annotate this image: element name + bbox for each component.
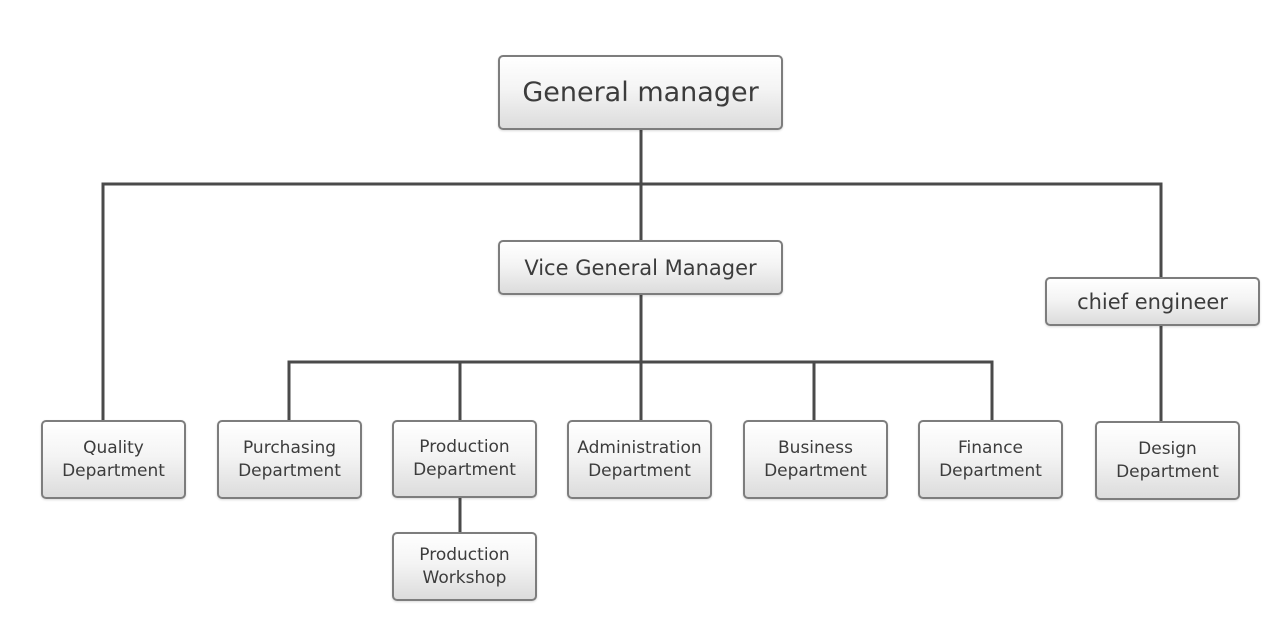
general-manager-box: General manager bbox=[498, 55, 783, 130]
production-workshop-label-line1: Production bbox=[419, 544, 510, 565]
administration-department-label-line2: Department bbox=[588, 460, 691, 481]
general-manager-label: General manager bbox=[522, 77, 759, 108]
purchasing-department-box: Purchasing Department bbox=[217, 420, 362, 499]
vice-general-manager-box: Vice General Manager bbox=[498, 240, 783, 295]
finance-department-label-line1: Finance bbox=[957, 437, 1024, 458]
quality-department-label-line1: Quality bbox=[83, 437, 144, 458]
administration-department-box: Administration Department bbox=[567, 420, 712, 499]
production-workshop-label-line2: Workshop bbox=[422, 567, 507, 588]
finance-department-box: Finance Department bbox=[918, 420, 1063, 499]
quality-department-box: Quality Department bbox=[41, 420, 186, 499]
production-workshop-box: Production Workshop bbox=[392, 532, 537, 601]
design-department-label-line2: Department bbox=[1116, 461, 1219, 482]
chief-engineer-label: chief engineer bbox=[1077, 289, 1228, 314]
production-department-label-line1: Production bbox=[419, 437, 510, 457]
quality-department-label-line2: Department bbox=[62, 460, 165, 481]
purchasing-department-label-line2: Department bbox=[238, 460, 341, 481]
production-department-label-line2: Department bbox=[413, 460, 516, 480]
business-department-box: Business Department bbox=[743, 420, 888, 499]
chief-engineer-box: chief engineer bbox=[1045, 277, 1260, 326]
business-department-label-line1: Business bbox=[778, 437, 853, 458]
purchasing-department-label-line1: Purchasing bbox=[242, 437, 337, 458]
design-department-label-line1: Design bbox=[1138, 438, 1197, 459]
production-department-box: Production Department bbox=[392, 420, 537, 498]
design-department-box: Design Department bbox=[1095, 421, 1240, 500]
finance-department-label-line2: Department bbox=[939, 460, 1042, 481]
vice-general-manager-label: Vice General Manager bbox=[524, 255, 757, 280]
administration-department-label-line1: Administration bbox=[577, 437, 702, 458]
business-department-label-line2: Department bbox=[764, 460, 867, 481]
